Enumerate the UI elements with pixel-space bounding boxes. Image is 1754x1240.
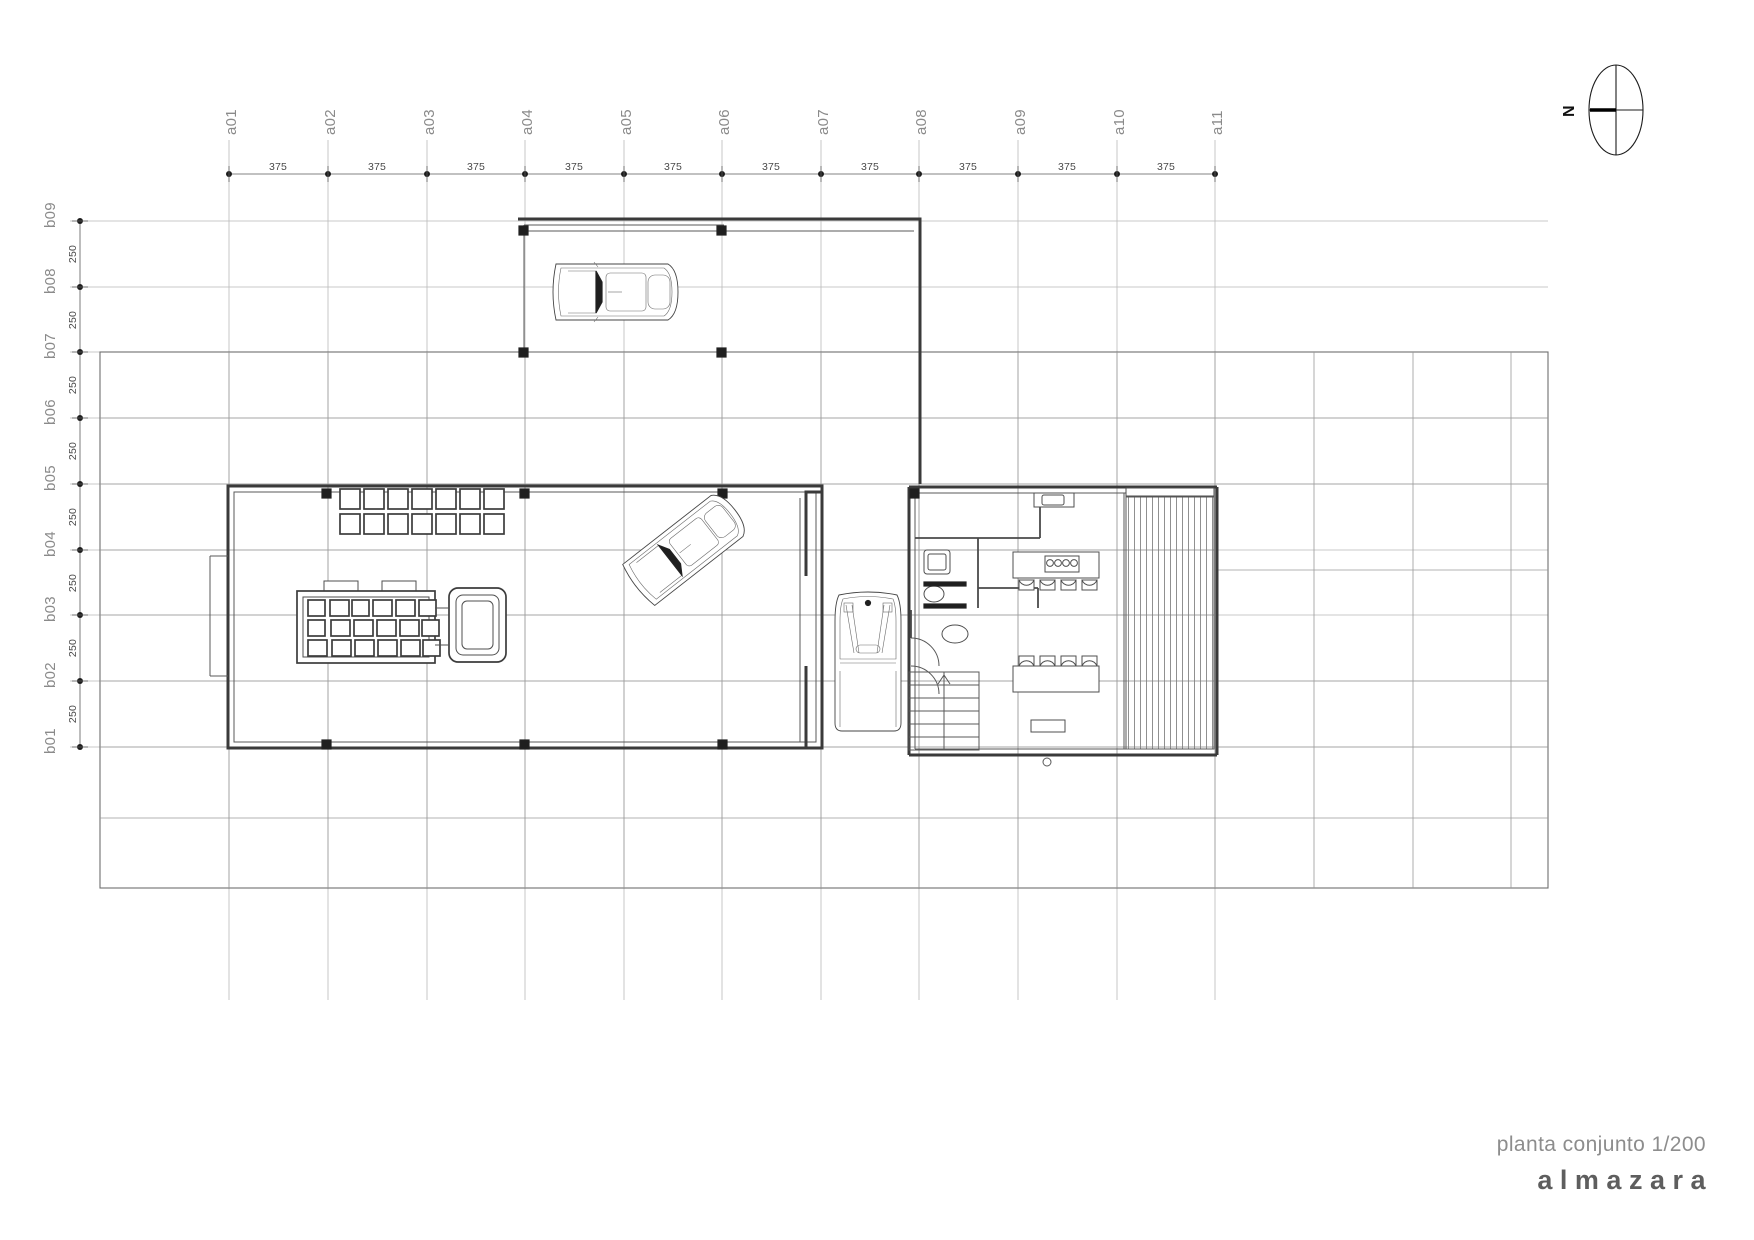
- grid-label-a06[interactable]: a06: [716, 109, 733, 135]
- car-center: [622, 494, 745, 607]
- grid-label-a03[interactable]: a03: [421, 109, 438, 135]
- dim-ticks-left: [72, 218, 88, 750]
- grid-label-b04[interactable]: b04: [42, 531, 59, 557]
- site-paving: [99, 351, 1549, 889]
- drawing-title: almazara: [1537, 1165, 1713, 1195]
- grid-label-a07[interactable]: a07: [815, 109, 832, 135]
- grid-label-b01[interactable]: b01: [42, 728, 59, 754]
- dim-b07-b06: 250: [67, 376, 79, 394]
- dim-b05-b04: 250: [67, 508, 79, 526]
- dimension-string-left: 250 250 250 250 250 250 250 250: [67, 218, 88, 750]
- nave-almazara: [209, 484, 824, 750]
- dimension-string-top: 375 375 375 375 375 375 375 375 375 375: [226, 161, 1218, 182]
- tank-row-1: [339, 488, 505, 510]
- grid-label-a04[interactable]: a04: [519, 109, 536, 135]
- dim-b09-b08: 250: [67, 245, 79, 263]
- car-north: [552, 261, 679, 323]
- grid-label-a10[interactable]: a10: [1111, 109, 1128, 135]
- press-unit: [435, 587, 507, 663]
- mill-machine-block: [296, 580, 441, 664]
- truck-south: [834, 591, 902, 732]
- grid-label-b08[interactable]: b08: [42, 268, 59, 294]
- grid-label-b03[interactable]: b03: [42, 596, 59, 622]
- dim-ticks-top: [226, 166, 1218, 182]
- grid-labels-columns: a01 a02 a03 a04 a05 a06 a07 a08 a09 a10 …: [223, 109, 1226, 135]
- dim-labels-left: 250 250 250 250 250 250 250 250: [67, 245, 79, 723]
- dim-labels-top: 375 375 375 375 375 375 375 375 375 375: [269, 161, 1175, 173]
- grid-label-a09[interactable]: a09: [1012, 109, 1029, 135]
- grid-label-a02[interactable]: a02: [322, 109, 339, 135]
- dim-a03-a04: 375: [467, 161, 485, 173]
- dim-b03-b02: 250: [67, 639, 79, 657]
- door-swing: [910, 610, 940, 695]
- grid-label-b09[interactable]: b09: [42, 202, 59, 228]
- grid-label-a08[interactable]: a08: [913, 109, 930, 135]
- title-block: planta conjunto 1/200 almazara: [1497, 1134, 1706, 1194]
- grid-label-b07[interactable]: b07: [42, 333, 59, 359]
- dim-a06-a07: 375: [762, 161, 780, 173]
- reception-counter: [1033, 492, 1075, 508]
- dim-a04-a05: 375: [565, 161, 583, 173]
- grid-label-b05[interactable]: b05: [42, 465, 59, 491]
- dim-a08-a09: 375: [959, 161, 977, 173]
- dim-b08-b07: 250: [67, 311, 79, 329]
- drawing-subtitle: planta conjunto 1/200: [1496, 1133, 1706, 1156]
- entry-marker: [1030, 719, 1066, 767]
- tasting-table-upper: [1012, 551, 1100, 591]
- porche-lamas: [1125, 487, 1215, 750]
- dim-a02-a03: 375: [368, 161, 386, 173]
- grid-label-a01[interactable]: a01: [223, 109, 240, 135]
- tasting-table-lower: [1012, 655, 1100, 693]
- dim-b04-b03: 250: [67, 574, 79, 592]
- tank-array: [339, 488, 505, 535]
- grid-label-a05[interactable]: a05: [618, 109, 635, 135]
- wc-block: [923, 549, 969, 644]
- north-indicator: N: [1561, 64, 1644, 156]
- tank-row-2: [339, 513, 505, 535]
- dim-a10-a11: 375: [1157, 161, 1175, 173]
- grid-label-b06[interactable]: b06: [42, 399, 59, 425]
- grid-labels-rows: b09 b08 b07 b06 b05 b04 b03 b02 b01: [42, 202, 59, 754]
- dim-b06-b05: 250: [67, 442, 79, 460]
- chairs-lower: [1018, 655, 1098, 667]
- grid-label-b02[interactable]: b02: [42, 662, 59, 688]
- north-label: N: [1561, 105, 1578, 117]
- dim-a05-a06: 375: [664, 161, 682, 173]
- dim-a07-a08: 375: [861, 161, 879, 173]
- dim-a01-a02: 375: [269, 161, 287, 173]
- dim-b02-b01: 250: [67, 705, 79, 723]
- chairs-upper: [1018, 579, 1098, 591]
- grid-label-a11[interactable]: a11: [1209, 110, 1226, 135]
- dim-a09-a10: 375: [1058, 161, 1076, 173]
- north-courtyard: [518, 217, 922, 484]
